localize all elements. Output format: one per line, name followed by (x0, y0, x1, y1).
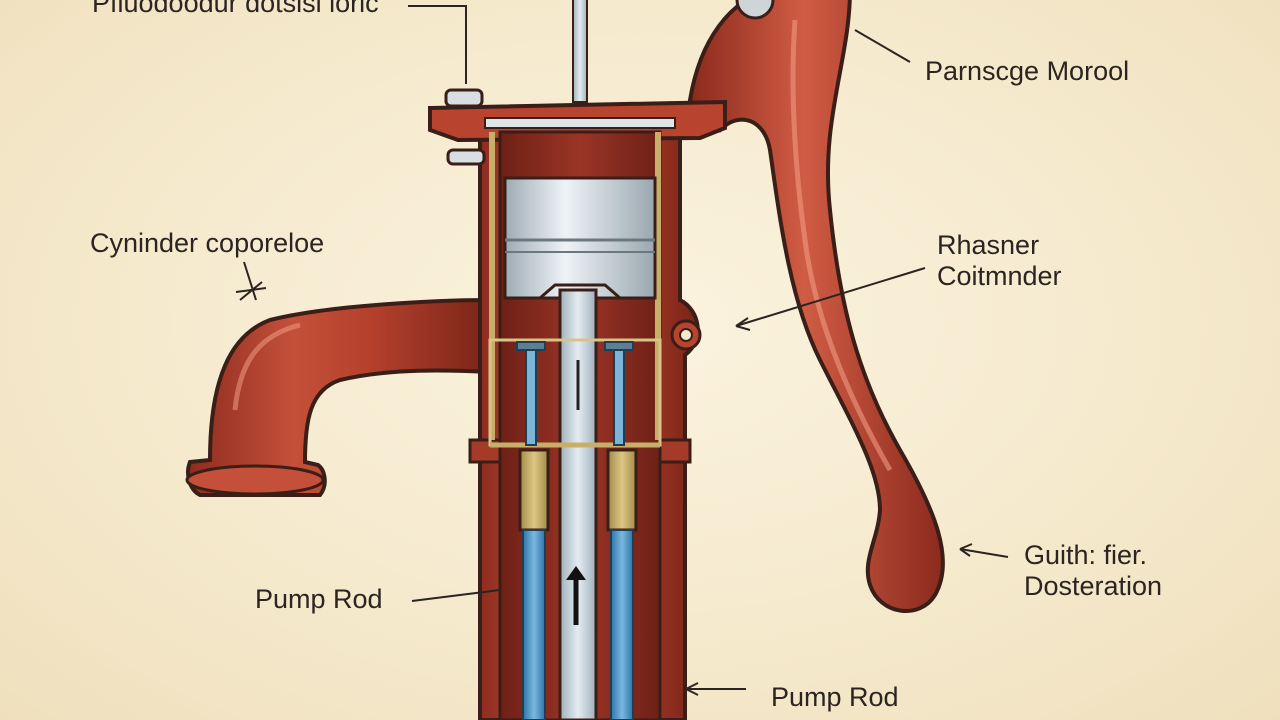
leader-top-left (408, 5, 467, 84)
pump-handle (687, 0, 945, 613)
leader-lines (235, 5, 1009, 696)
label-right-mid: Rhasner Coitmnder (937, 230, 1062, 292)
valve-assembly (488, 338, 662, 448)
label-handle: Parnscge Morool (925, 56, 1130, 86)
leader-handle (854, 29, 911, 63)
pump-spout (185, 297, 492, 497)
leader-right-low (959, 548, 1009, 558)
leader-cylinder (243, 261, 257, 301)
leader-right-mid-arrow (735, 317, 751, 331)
label-right-low: Guith: fier. Dosteration (1024, 540, 1163, 602)
label-pump-rod-bottom: Pump Rod (771, 682, 899, 712)
leader-right-low-arrow (959, 543, 973, 557)
leader-cylinder-tick (235, 281, 267, 301)
leader-pump-rod-left (411, 589, 501, 602)
label-top-left: Pfiuodoodur dotsisi ioric (92, 0, 379, 18)
label-cylinder: Cyninder coporeloe (90, 228, 325, 258)
leader-pump-rod-bottom-arrow (685, 682, 699, 696)
piston (503, 176, 657, 300)
leader-right-mid (735, 267, 926, 327)
label-pump-rod-left: Pump Rod (255, 584, 383, 614)
pump-rod (558, 0, 598, 720)
water-pipes (518, 448, 638, 720)
